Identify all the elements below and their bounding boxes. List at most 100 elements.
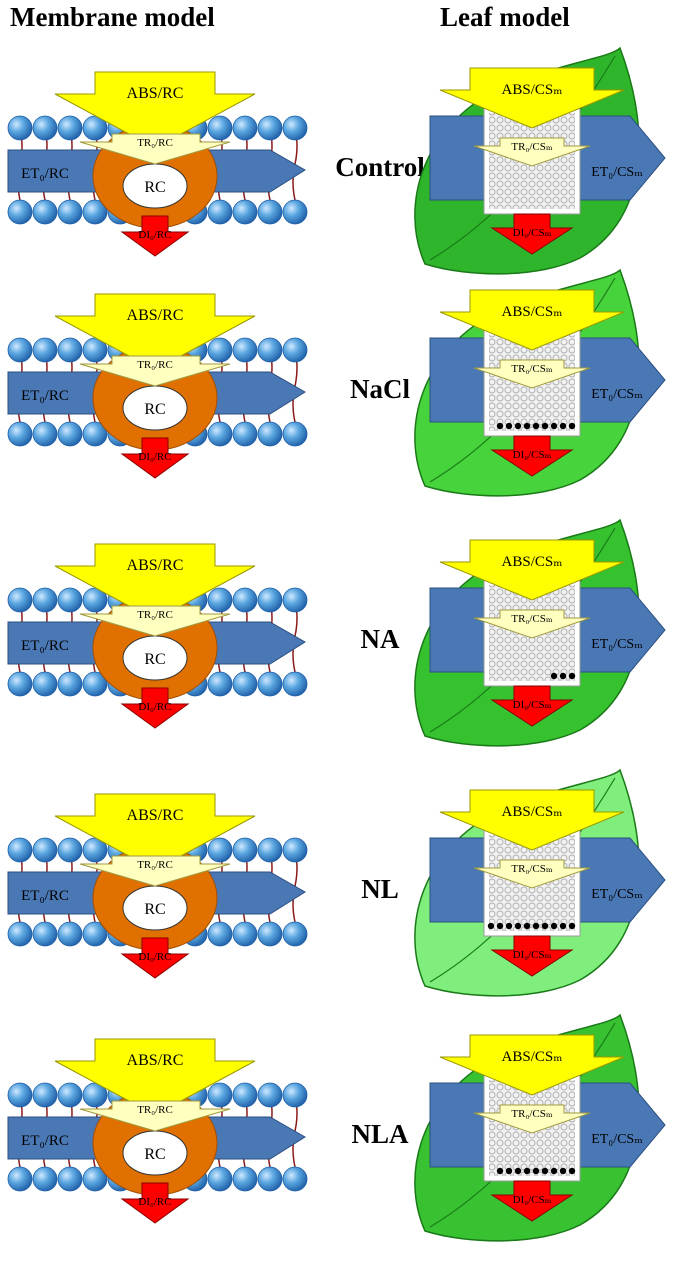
leaf-tr-label: TR₀/CSₘ	[511, 863, 552, 875]
lipid-head-top	[32, 837, 58, 863]
treatment-label: Control	[335, 152, 425, 182]
lipid-head-bottom	[82, 1166, 108, 1192]
abs-label: ABS/RC	[127, 307, 184, 324]
lipid-head-top	[232, 587, 258, 613]
et-label: ET₀/RC	[21, 638, 69, 654]
lipid-head-top	[207, 1082, 233, 1108]
tr-label: TR₀/RC	[137, 1104, 173, 1116]
inactive-rc-dot	[496, 1167, 504, 1175]
lipid-head-bottom	[257, 199, 283, 225]
leaf-et-label: ET₀/CSₘ	[591, 165, 643, 180]
inactive-rc-dot	[568, 922, 576, 930]
lipid-head-bottom	[232, 1166, 258, 1192]
rc-label: RC	[144, 401, 165, 418]
lipid-head-bottom	[32, 421, 58, 447]
lipid-head-top	[32, 337, 58, 363]
treatment-label: NA	[361, 624, 400, 654]
lipid-head-bottom	[257, 921, 283, 947]
inactive-rc-dot	[523, 922, 531, 930]
lipid-head-bottom	[57, 671, 83, 697]
leaf-abs-arrow	[439, 539, 625, 601]
di-label: DI₀/RC	[138, 229, 171, 241]
rc-label: RC	[144, 651, 165, 668]
treatment-label: NaCl	[350, 374, 410, 404]
tr-label: TR₀/RC	[137, 137, 173, 149]
leaf-tr-label: TR₀/CSₘ	[511, 613, 552, 625]
lipid-head-bottom	[7, 199, 33, 225]
inactive-rc-dot	[541, 922, 549, 930]
lipid-head-bottom	[282, 671, 308, 697]
inactive-rc-dot	[505, 1167, 513, 1175]
lipid-head-top	[57, 1082, 83, 1108]
leaf-di-label: DI₀/CSₘ	[513, 227, 552, 239]
lipid-head-top	[7, 587, 33, 613]
lipid-head-top	[282, 587, 308, 613]
rc-label: RC	[144, 901, 165, 918]
lipid-head-top	[207, 115, 233, 141]
lipid-head-top	[257, 115, 283, 141]
leaf-di-arrow	[490, 935, 574, 977]
di-label: DI₀/RC	[138, 1196, 171, 1208]
di-label: DI₀/RC	[138, 701, 171, 713]
abs-label: ABS/RC	[127, 807, 184, 824]
lipid-head-bottom	[32, 671, 58, 697]
lipid-head-bottom	[57, 199, 83, 225]
leaf-tr-arrow	[473, 1104, 591, 1134]
abs-arrow	[54, 543, 256, 621]
leaf-di-arrow	[490, 1180, 574, 1222]
inactive-rc-dot	[505, 422, 513, 430]
leaf-tr-label: TR₀/CSₘ	[511, 1108, 552, 1120]
lipid-head-top	[57, 337, 83, 363]
leaf-et-label: ET₀/CSₘ	[591, 887, 643, 902]
inactive-rc-dot	[541, 1167, 549, 1175]
lipid-head-bottom	[282, 421, 308, 447]
lipid-head-bottom	[57, 421, 83, 447]
inactive-rc-dot	[568, 422, 576, 430]
di-arrow	[120, 937, 190, 979]
lipid-head-top	[32, 587, 58, 613]
lipid-head-top	[207, 587, 233, 613]
inactive-rc-dot	[487, 922, 495, 930]
lipid-head-top	[7, 1082, 33, 1108]
lipid-head-top	[232, 337, 258, 363]
leaf-abs-label: ABS/CSₘ	[502, 304, 563, 320]
lipid-head-bottom	[282, 199, 308, 225]
tr-arrow	[79, 605, 231, 637]
inactive-rc-dot	[496, 922, 504, 930]
leaf-et-label: ET₀/CSₘ	[591, 387, 643, 402]
lipid-head-bottom	[82, 421, 108, 447]
lipid-head-bottom	[7, 921, 33, 947]
leaf-et-label: ET₀/CSₘ	[591, 1132, 643, 1147]
inactive-rc-dot	[514, 1167, 522, 1175]
lipid-head-bottom	[232, 671, 258, 697]
leaf-di-arrow	[490, 685, 574, 727]
leaf-di-label: DI₀/CSₘ	[513, 949, 552, 961]
di-arrow	[120, 1182, 190, 1224]
tr-arrow	[79, 855, 231, 887]
leaf-tr-label: TR₀/CSₘ	[511, 363, 552, 375]
tr-label: TR₀/RC	[137, 859, 173, 871]
et-label: ET₀/RC	[21, 888, 69, 904]
di-label: DI₀/RC	[138, 451, 171, 463]
lipid-head-bottom	[7, 1166, 33, 1192]
inactive-rc-dot	[496, 422, 504, 430]
lipid-head-bottom	[207, 199, 233, 225]
lipid-head-top	[7, 837, 33, 863]
lipid-head-bottom	[282, 1166, 308, 1192]
lipid-head-bottom	[282, 921, 308, 947]
lipid-head-bottom	[232, 421, 258, 447]
abs-label: ABS/RC	[127, 85, 184, 102]
tr-label: TR₀/RC	[137, 609, 173, 621]
lipid-head-top	[257, 587, 283, 613]
lipid-head-bottom	[82, 921, 108, 947]
